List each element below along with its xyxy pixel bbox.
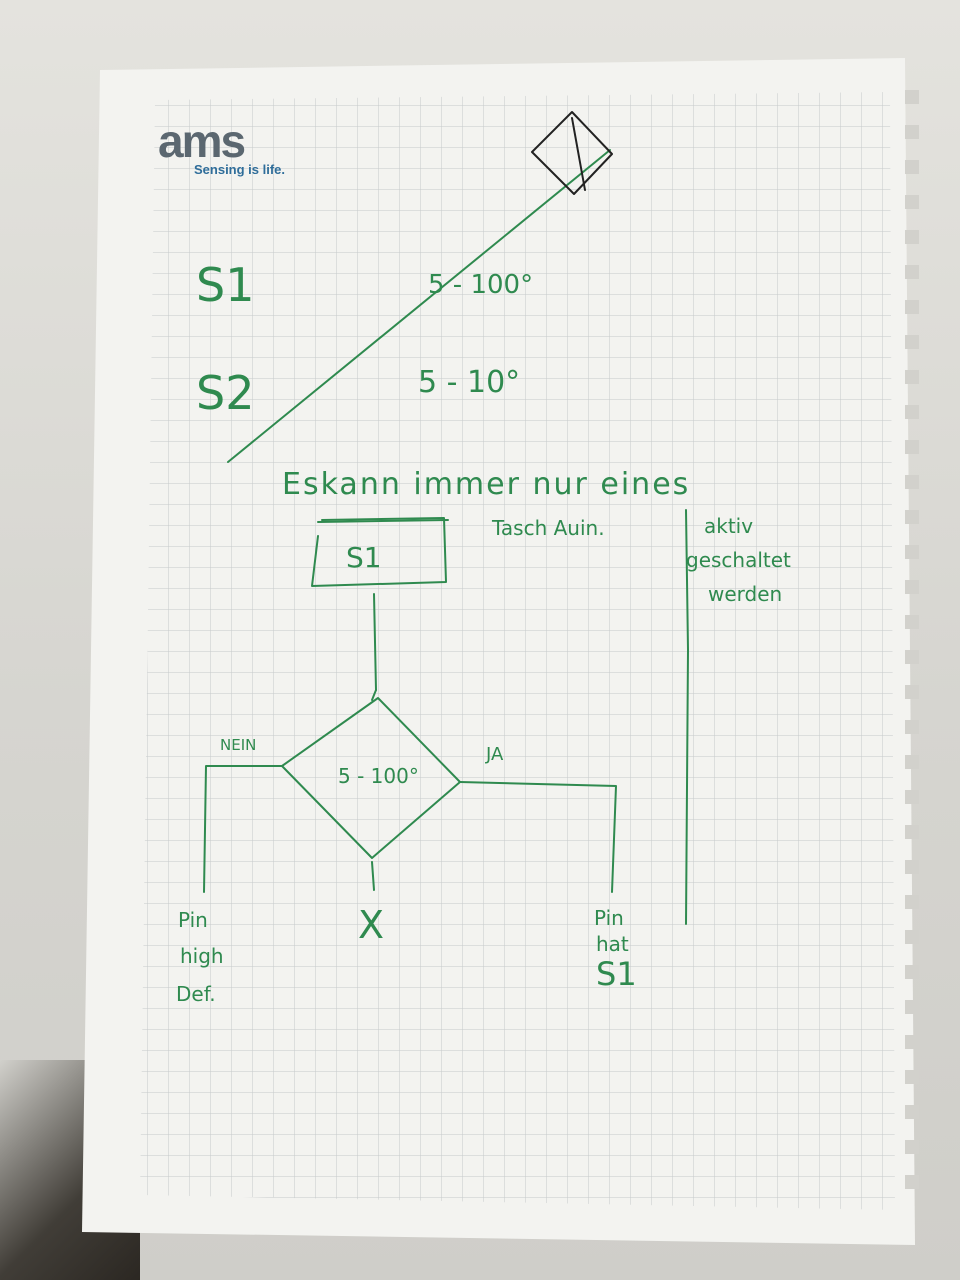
center-result: X xyxy=(358,903,385,947)
yes-result-3: S1 xyxy=(596,955,637,993)
start-box xyxy=(311,517,447,587)
diagonal-line xyxy=(227,149,611,463)
side-note-1: Tasch Auin. xyxy=(492,516,605,540)
grid-area xyxy=(140,92,895,1210)
no-branch xyxy=(203,765,283,893)
no-result-3: Def. xyxy=(176,982,216,1006)
separator-line xyxy=(685,509,689,925)
center-branch xyxy=(371,861,375,891)
side-note-2c: werden xyxy=(708,582,783,606)
sensor-square xyxy=(531,111,613,195)
logo-tagline: Sensing is life. xyxy=(194,162,286,177)
sensor-line xyxy=(571,117,586,191)
decision-diamond xyxy=(281,697,461,859)
yes-result-2: hat xyxy=(596,932,629,956)
yes-label: JA xyxy=(486,744,504,765)
side-note-2b: geschaltet xyxy=(686,548,791,572)
ams-logo: ams Sensing is life. xyxy=(158,118,298,182)
decision-label: 5 - 100° xyxy=(338,764,419,788)
s1-range: 5 - 100° xyxy=(428,270,534,300)
connector-1 xyxy=(373,593,377,691)
logo-word: ams xyxy=(158,115,246,167)
connector-2 xyxy=(371,689,377,701)
start-box-top xyxy=(317,519,449,523)
yes-result-1: Pin xyxy=(594,906,624,930)
s1-label: S1 xyxy=(196,258,255,312)
no-result-2: high xyxy=(180,944,224,968)
no-label: NEIN xyxy=(220,736,257,754)
side-note-2a: aktiv xyxy=(704,514,754,538)
spiral-holes xyxy=(905,90,919,1189)
yes-branch xyxy=(459,781,617,893)
s2-label: S2 xyxy=(196,366,255,420)
start-box-label: S1 xyxy=(346,541,382,574)
s2-range: 5 - 10° xyxy=(418,365,521,400)
statement: Eskann immer nur eines xyxy=(282,467,691,502)
no-result-1: Pin xyxy=(178,908,208,932)
